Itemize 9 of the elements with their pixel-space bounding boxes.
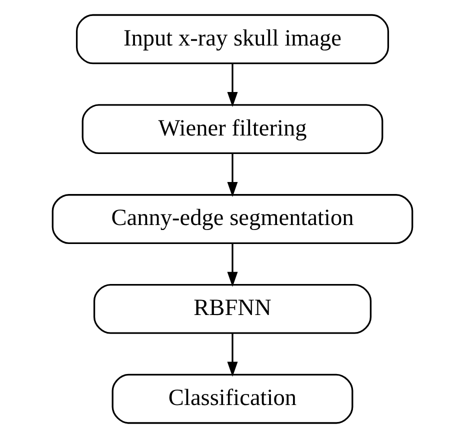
arrow [226, 64, 238, 108]
arrow [226, 333, 238, 377]
node-box: Input x-ray skull image [75, 14, 389, 64]
arrow [226, 154, 238, 197]
node-box: Canny-edge segmentation [51, 194, 413, 244]
node-box: RBFNN [92, 284, 372, 334]
node-box: Wiener filtering [81, 104, 383, 154]
node-box: Classification [111, 374, 353, 424]
arrow [226, 243, 238, 287]
